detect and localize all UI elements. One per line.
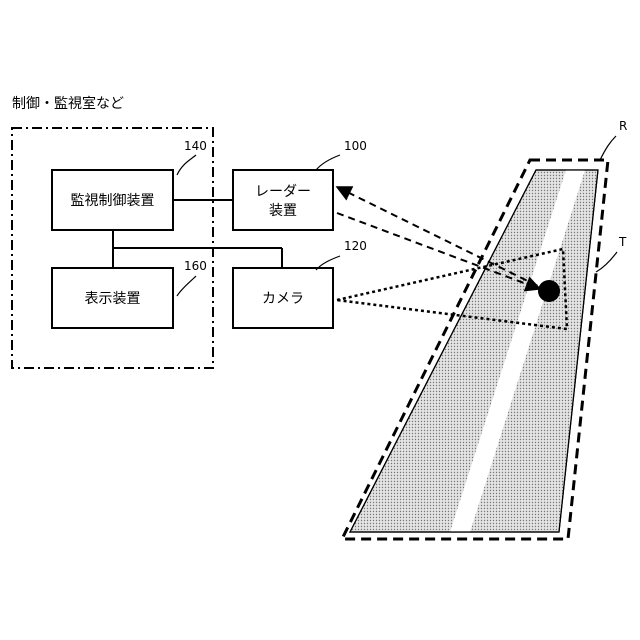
target-marker xyxy=(538,280,560,302)
region-R-leader xyxy=(600,136,616,160)
target-label: T xyxy=(618,235,627,249)
control-room-label: 制御・監視室など xyxy=(12,95,124,112)
display-block: 表示装置 xyxy=(52,268,173,328)
monitor-control-ref: 140 xyxy=(184,139,207,153)
monitor-control-block: 監視制御装置 xyxy=(52,170,173,230)
radar-label-line2: 装置 xyxy=(269,203,297,219)
radar-block: レーダー 装置 xyxy=(233,170,333,230)
radar-label-line1: レーダー xyxy=(255,184,311,200)
display-label: 表示装置 xyxy=(85,291,141,307)
monitor-control-leader xyxy=(177,155,196,175)
display-ref: 160 xyxy=(184,259,207,273)
camera-block: カメラ xyxy=(233,268,333,328)
camera-label: カメラ xyxy=(262,291,304,307)
radar-leader xyxy=(316,155,340,170)
camera-ref: 120 xyxy=(344,239,367,253)
display-leader xyxy=(177,276,196,296)
monitor-control-label: 監視制御装置 xyxy=(71,192,155,209)
target-leader xyxy=(596,252,617,272)
radar-ref: 100 xyxy=(344,139,367,153)
region-R-label: R xyxy=(619,119,627,133)
